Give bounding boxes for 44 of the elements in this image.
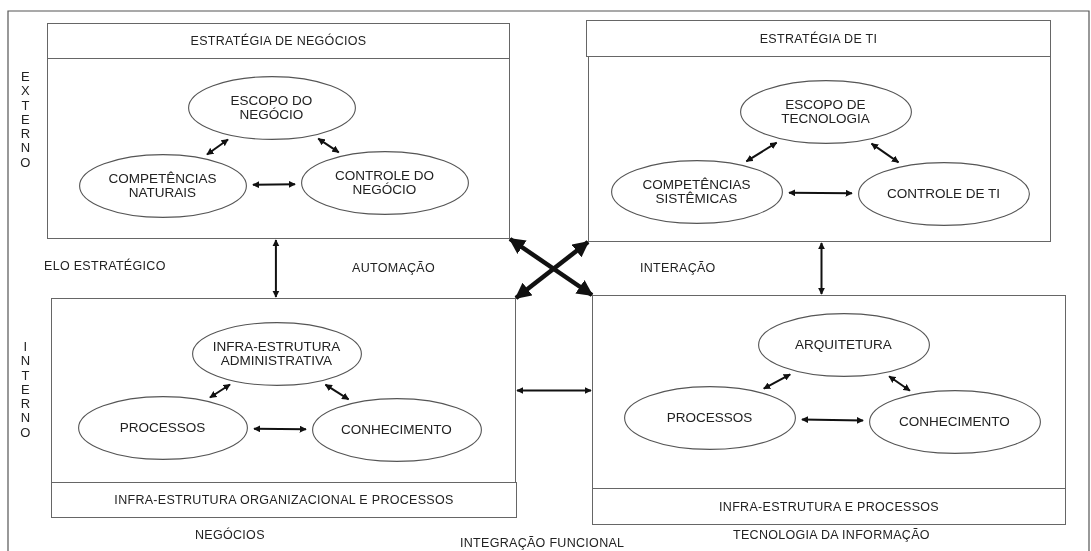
ellipse-label: PROCESSOS bbox=[118, 420, 207, 435]
double-arrow bbox=[762, 373, 792, 390]
double-arrow bbox=[251, 180, 297, 189]
section-label: AUTOMAÇÃO bbox=[352, 261, 436, 275]
double-arrow bbox=[514, 240, 590, 300]
double-arrow bbox=[317, 137, 340, 154]
double-arrow bbox=[253, 425, 307, 433]
title-bar: ESTRATÉGIA DE NEGÓCIOS bbox=[47, 23, 510, 59]
double-arrow bbox=[206, 138, 229, 156]
section-label: INTEGRAÇÃO FUNCIONAL bbox=[460, 536, 625, 550]
section-label: NEGÓCIOS bbox=[195, 528, 265, 542]
quadrant-box bbox=[592, 295, 1066, 489]
double-arrow bbox=[272, 239, 280, 298]
quadrant-box bbox=[588, 56, 1051, 242]
quadrant-box bbox=[47, 58, 510, 239]
double-arrow bbox=[208, 383, 232, 399]
double-arrow bbox=[508, 237, 594, 297]
ellipse-label: CONTROLE DO NEGÓCIO bbox=[334, 168, 435, 197]
double-arrow bbox=[870, 142, 900, 164]
ellipse-label: ESCOPO DE TECNOLOGIA bbox=[780, 97, 871, 126]
quadrant-box bbox=[51, 298, 516, 483]
section-label: INTERAÇÃO bbox=[640, 261, 716, 275]
double-arrow bbox=[516, 386, 592, 395]
vertical-label: EXTERNO bbox=[19, 70, 32, 171]
title-bar: INFRA-ESTRUTURA ORGANIZACIONAL E PROCESSOS bbox=[51, 482, 517, 518]
section-label: ELO ESTRATÉGICO bbox=[44, 259, 166, 273]
ellipse-label: CONHECIMENTO bbox=[340, 422, 453, 437]
double-arrow bbox=[817, 242, 826, 295]
title-bar: ESTRATÉGIA DE TI bbox=[586, 20, 1051, 57]
ellipse-label: INFRA-ESTRUTURA ADMINISTRATIVA bbox=[211, 339, 342, 368]
double-arrow bbox=[800, 416, 865, 424]
double-arrow bbox=[888, 375, 911, 392]
double-arrow bbox=[745, 141, 778, 163]
ellipse-label: COMPETÊNCIAS SISTÊMICAS bbox=[641, 177, 752, 206]
ellipse-label: PROCESSOS bbox=[665, 410, 754, 425]
ellipse-label: ARQUITETURA bbox=[794, 337, 893, 352]
ellipse-label: CONHECIMENTO bbox=[898, 414, 1011, 429]
ellipse-label: CONTROLE DE TI bbox=[886, 186, 1001, 201]
vertical-label: INTERNO bbox=[19, 340, 32, 441]
ellipse-label: COMPETÊNCIAS NATURAIS bbox=[107, 171, 218, 200]
title-bar: INFRA-ESTRUTURA E PROCESSOS bbox=[592, 488, 1066, 525]
double-arrow bbox=[788, 189, 853, 197]
double-arrow bbox=[324, 383, 350, 401]
ellipse-label: ESCOPO DO NEGÓCIO bbox=[229, 93, 314, 122]
